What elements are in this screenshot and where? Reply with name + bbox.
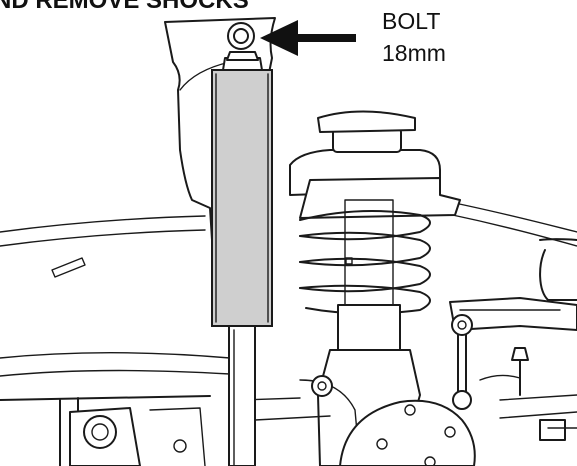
lower-frame (0, 352, 331, 466)
coil-spring (289, 110, 461, 315)
body-panel (0, 199, 577, 278)
lower-right-hardware (499, 394, 577, 441)
callout-label-bolt: BOLT (382, 8, 440, 34)
diagram-heading: ND REMOVE SHOCKS (0, 0, 249, 14)
sway-bar-link (451, 314, 529, 410)
control-arm-bracket (449, 238, 577, 331)
wheel-hub (339, 399, 476, 466)
callout-arrow (260, 20, 356, 56)
shock-absorber (211, 51, 273, 466)
bolt-18mm (227, 22, 255, 50)
callout-label-size: 18mm (382, 40, 446, 66)
